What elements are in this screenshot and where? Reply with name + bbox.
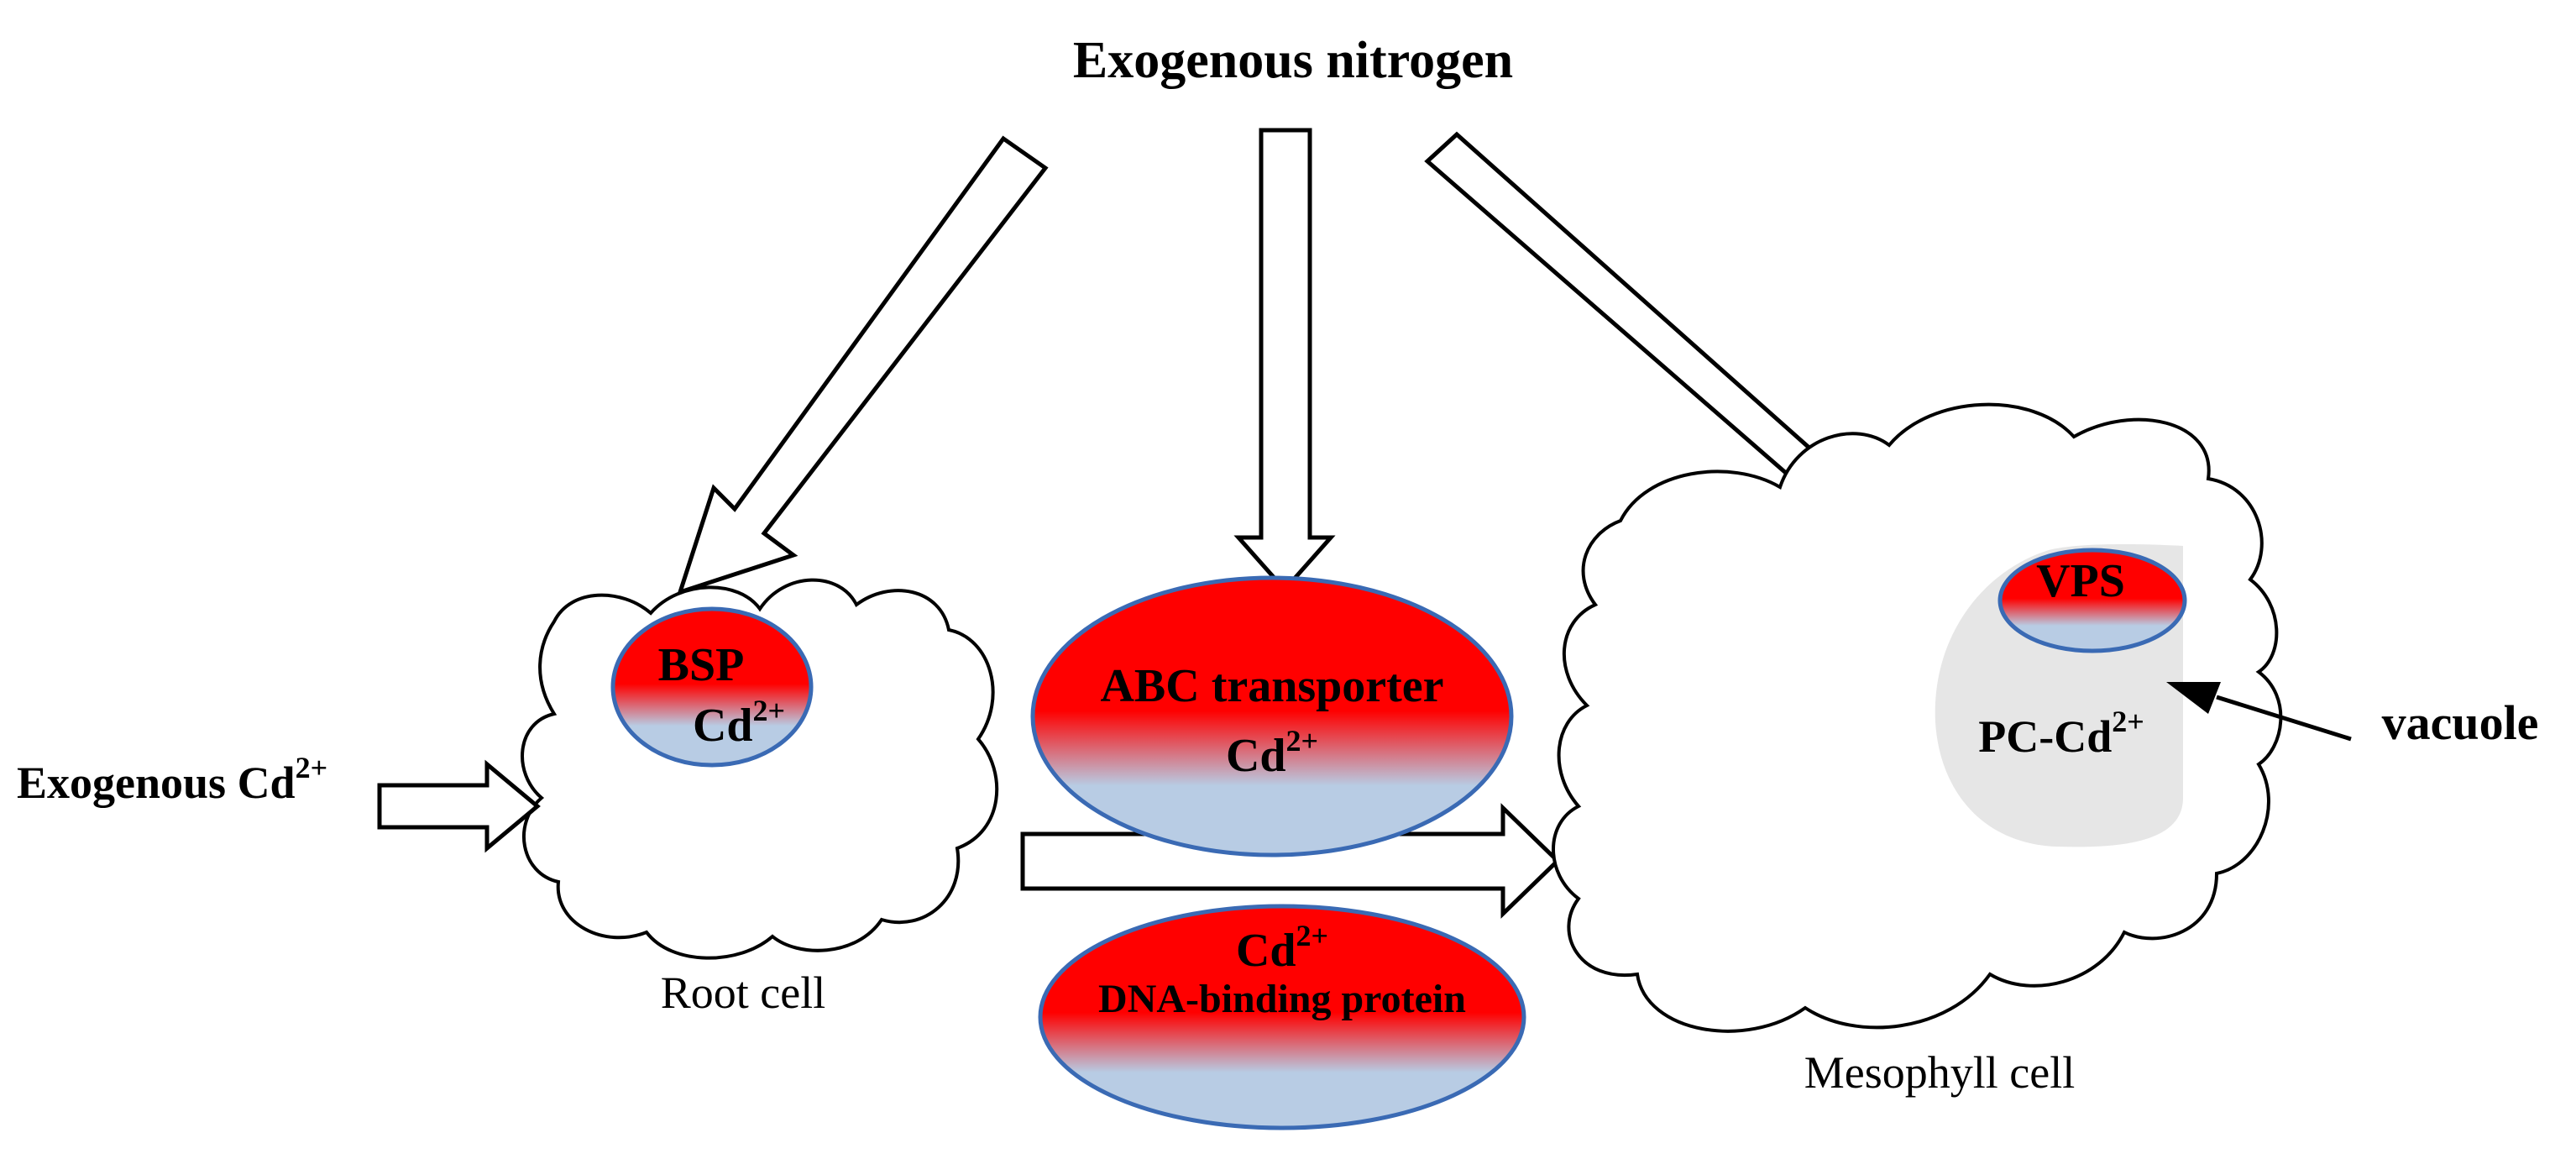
dna-binding-protein bbox=[1038, 904, 1526, 1130]
abc-transporter-label: ABC transporter bbox=[1100, 660, 1443, 712]
bsp-cd-label: Cd2+ bbox=[693, 694, 785, 752]
exogenous-cd-label: Exogenous Cd2+ bbox=[17, 751, 327, 808]
dna-binding-label: DNA-binding protein bbox=[1098, 977, 1466, 1021]
nitrogen-to-root-arrow bbox=[677, 135, 1049, 595]
diagram-title: Exogenous nitrogen bbox=[1073, 32, 1513, 89]
vacuole-label: vacuole bbox=[2382, 695, 2539, 750]
root-cell-label: Root cell bbox=[661, 968, 825, 1018]
abc-transporter-cd-label: Cd2+ bbox=[1226, 724, 1318, 782]
vacuole-pointer-arrowhead bbox=[2166, 682, 2221, 714]
pc-cd-label: PC-Cd2+ bbox=[1978, 705, 2144, 762]
bsp-protein bbox=[610, 606, 814, 768]
abc-transporter-protein bbox=[1030, 575, 1514, 857]
mesophyll-cell-label: Mesophyll cell bbox=[1804, 1047, 2075, 1098]
bsp-label: BSP bbox=[658, 639, 745, 691]
nitrogen-to-transporter-arrow bbox=[1233, 128, 1336, 593]
vacuole-pointer-line bbox=[2216, 695, 2352, 742]
cd-input-arrow bbox=[377, 759, 541, 853]
dna-binding-cd-label: Cd2+ bbox=[1236, 919, 1328, 977]
vps-protein bbox=[1997, 548, 2187, 653]
vps-label: VPS bbox=[2036, 555, 2125, 607]
